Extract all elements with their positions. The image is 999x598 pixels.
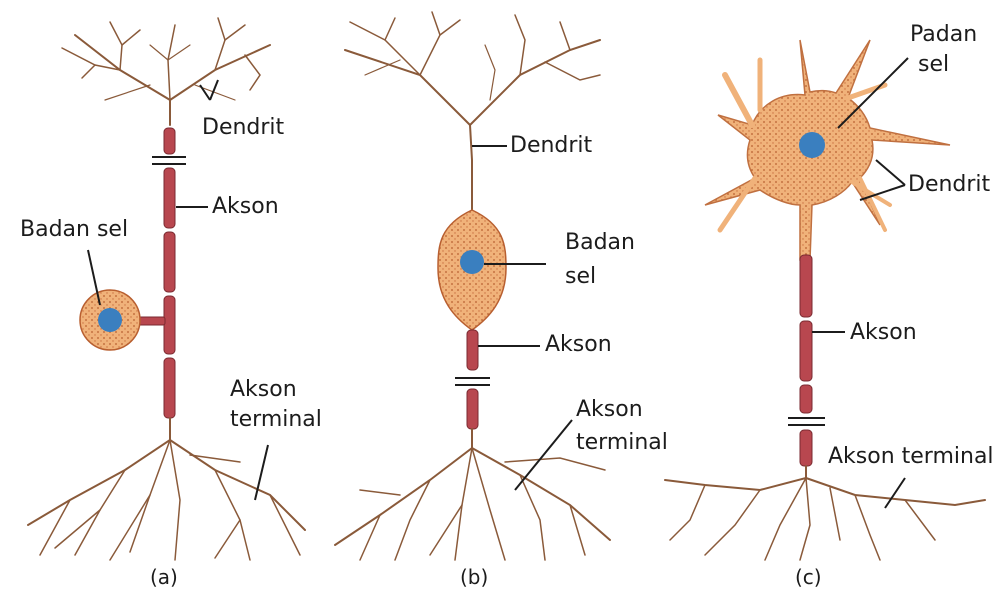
panel-b-badan-sel-label-line2: sel — [565, 262, 596, 292]
neuron-b-axon — [455, 330, 490, 429]
panel-a-akson-terminal-label-line1: Akson — [230, 375, 297, 405]
neuron-a-dendrites — [62, 18, 270, 125]
panel-b-akson-label: Akson — [545, 330, 612, 360]
panel-c-akson-label: Akson — [850, 318, 917, 348]
panel-a-akson-label: Akson — [212, 192, 279, 222]
neuron-c-axon — [788, 255, 825, 466]
panel-b-badan-sel-label-line1: Badan — [565, 228, 635, 258]
panel-a-dendrit-label: Dendrit — [202, 113, 284, 143]
neuron-a — [28, 18, 305, 560]
neuron-c-cell-body — [705, 40, 950, 260]
panel-c-dendrit-label: Dendrit — [908, 170, 990, 200]
neuron-a-axon — [138, 128, 186, 418]
neuron-b-cell-body — [438, 210, 506, 330]
panel-c-caption: (c) — [795, 565, 822, 589]
neuron-c — [665, 40, 985, 560]
neuron-a-terminals — [28, 418, 305, 560]
panel-c-akson-terminal-label: Akson terminal — [828, 442, 994, 472]
neuron-a-cell-body — [80, 290, 140, 350]
panel-a-caption: (a) — [150, 565, 178, 589]
panel-b-caption: (b) — [460, 565, 488, 589]
panel-c-padan-sel-label-line2: sel — [918, 50, 949, 80]
neuron-b-terminals — [335, 429, 610, 560]
panel-b-akson-terminal-label-line2: terminal — [576, 428, 668, 458]
panel-a-akson-terminal-label-line2: terminal — [230, 405, 322, 435]
neuron-c-terminals — [665, 466, 985, 560]
panel-c-padan-sel-label-line1: Padan — [910, 20, 977, 50]
panel-b-dendrit-label: Dendrit — [510, 131, 592, 161]
panel-b-akson-terminal-label-line1: Akson — [576, 395, 643, 425]
panel-a-badan-sel-label: Badan sel — [20, 215, 128, 245]
